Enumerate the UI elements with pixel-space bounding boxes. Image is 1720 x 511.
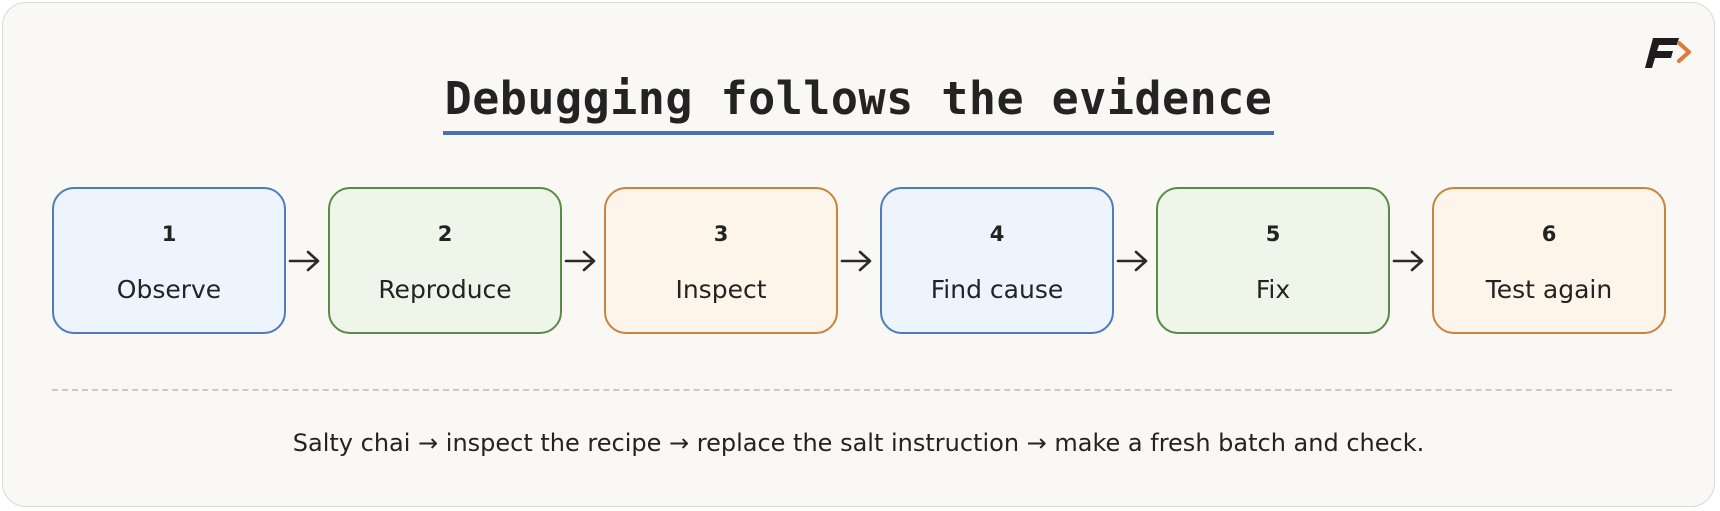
step-label: Fix <box>1255 275 1291 304</box>
step-number: 2 <box>437 222 453 246</box>
arrow-right-icon <box>840 250 872 272</box>
arrow-right-icon <box>288 250 320 272</box>
arrow-right-icon <box>1392 250 1424 272</box>
arrow-right-icon <box>564 250 596 272</box>
step-label: Inspect <box>675 275 767 304</box>
step-box-find-cause: 4 Find cause <box>880 187 1114 334</box>
page-title: Debugging follows the evidence <box>442 71 1275 135</box>
step-box-observe: 1 Observe <box>52 187 286 334</box>
brand-logo-icon <box>1645 38 1691 68</box>
step-number: 3 <box>713 222 729 246</box>
example-caption: Salty chai → inspect the recipe → replac… <box>292 429 1425 457</box>
step-number: 1 <box>161 222 177 246</box>
step-box-test-again: 6 Test again <box>1432 187 1666 334</box>
step-label: Test again <box>1485 275 1613 304</box>
title-container: Debugging follows the evidence <box>3 71 1714 135</box>
step-number: 5 <box>1265 222 1281 246</box>
step-label: Reproduce <box>378 275 512 304</box>
step-number: 6 <box>1541 222 1557 246</box>
dashed-divider <box>52 389 1672 391</box>
step-number: 4 <box>989 222 1005 246</box>
steps-flow: 1 Observe 2 Reproduce 3 Inspect 4 Find c… <box>3 187 1714 337</box>
arrow-right-icon <box>1116 250 1148 272</box>
step-label: Find cause <box>930 275 1064 304</box>
step-box-reproduce: 2 Reproduce <box>328 187 562 334</box>
step-label: Observe <box>116 275 222 304</box>
step-box-inspect: 3 Inspect <box>604 187 838 334</box>
step-box-fix: 5 Fix <box>1156 187 1390 334</box>
